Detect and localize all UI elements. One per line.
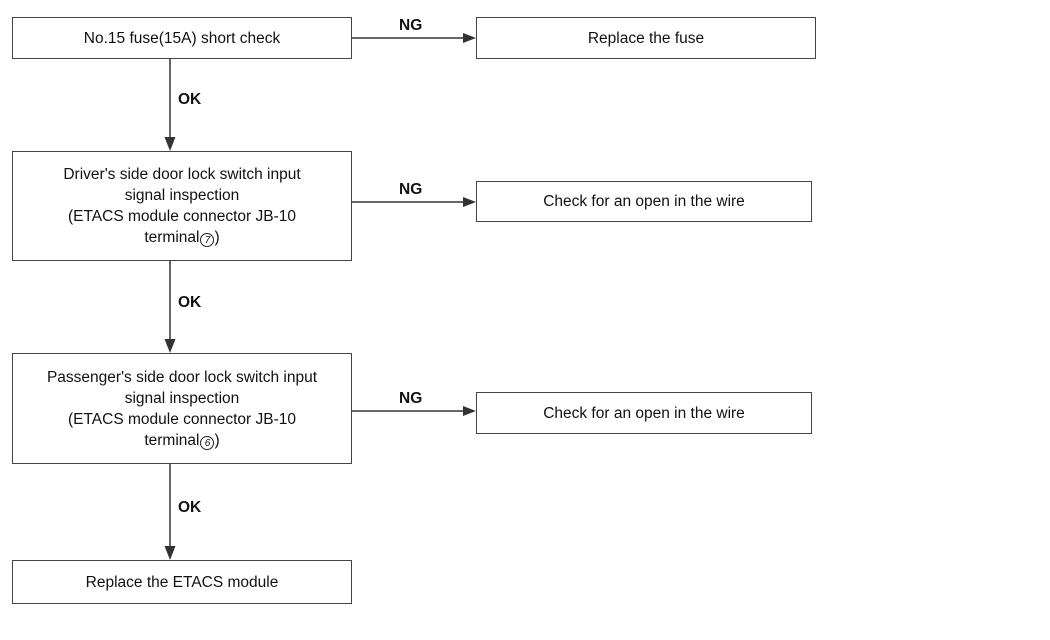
- ng-label-fuse: NG: [399, 17, 423, 34]
- step-driver-line-2: signal inspection: [124, 187, 240, 204]
- arrowhead-passenger-to-replace: [164, 546, 176, 560]
- step-driver-inspection: Driver's side door lock switch input sig…: [12, 151, 352, 261]
- step-passenger-terminal-prefix: terminal: [144, 431, 200, 449]
- action-check-open-passenger: Check for an open in the wire: [476, 392, 812, 434]
- step-passenger-line-1: Passenger's side door lock switch input: [46, 368, 318, 386]
- ng-label-passenger: NG: [399, 390, 423, 407]
- step-passenger-terminal-suffix: ): [214, 431, 220, 449]
- ok-label-driver: OK: [178, 294, 202, 311]
- step-fuse-check: No.15 fuse(15A) short check: [12, 17, 352, 59]
- step-driver-terminal-prefix: terminal: [144, 229, 200, 246]
- terminal-number-badge: 7: [200, 233, 215, 247]
- step-passenger-inspection: Passenger's side door lock switch input …: [12, 353, 352, 464]
- ok-label-fuse: OK: [178, 91, 202, 108]
- step-passenger-line-3: (ETACS module connector JB-10: [67, 410, 296, 428]
- arrowhead-fuse-to-driver: [164, 137, 176, 151]
- arrowhead-fuse-to-replace-fuse: [463, 33, 476, 43]
- step-replace-module-text: Replace the ETACS module: [85, 573, 279, 591]
- step-driver-line-3: (ETACS module connector JB-10: [67, 208, 296, 225]
- action-check-open-passenger-text: Check for an open in the wire: [543, 404, 745, 422]
- step-driver-terminal-suffix: ): [214, 229, 220, 246]
- arrowhead-driver-to-passenger: [164, 339, 176, 353]
- action-check-open-driver-text: Check for an open in the wire: [543, 193, 745, 210]
- step-driver-line-1: Driver's side door lock switch input: [63, 166, 301, 183]
- arrowhead-driver-to-check-open: [463, 197, 476, 207]
- step-passenger-line-2: signal inspection: [124, 389, 240, 407]
- action-replace-fuse-text: Replace the fuse: [587, 29, 705, 47]
- ng-label-driver: NG: [399, 181, 423, 198]
- step-fuse-check-text: No.15 fuse(15A) short check: [83, 29, 281, 47]
- action-check-open-driver: Check for an open in the wire: [476, 181, 812, 222]
- terminal-number-badge: 6: [200, 435, 215, 450]
- step-replace-module: Replace the ETACS module: [12, 560, 352, 604]
- action-replace-fuse: Replace the fuse: [476, 17, 816, 59]
- arrowhead-passenger-to-check-open: [463, 406, 476, 416]
- ok-label-passenger: OK: [178, 499, 202, 516]
